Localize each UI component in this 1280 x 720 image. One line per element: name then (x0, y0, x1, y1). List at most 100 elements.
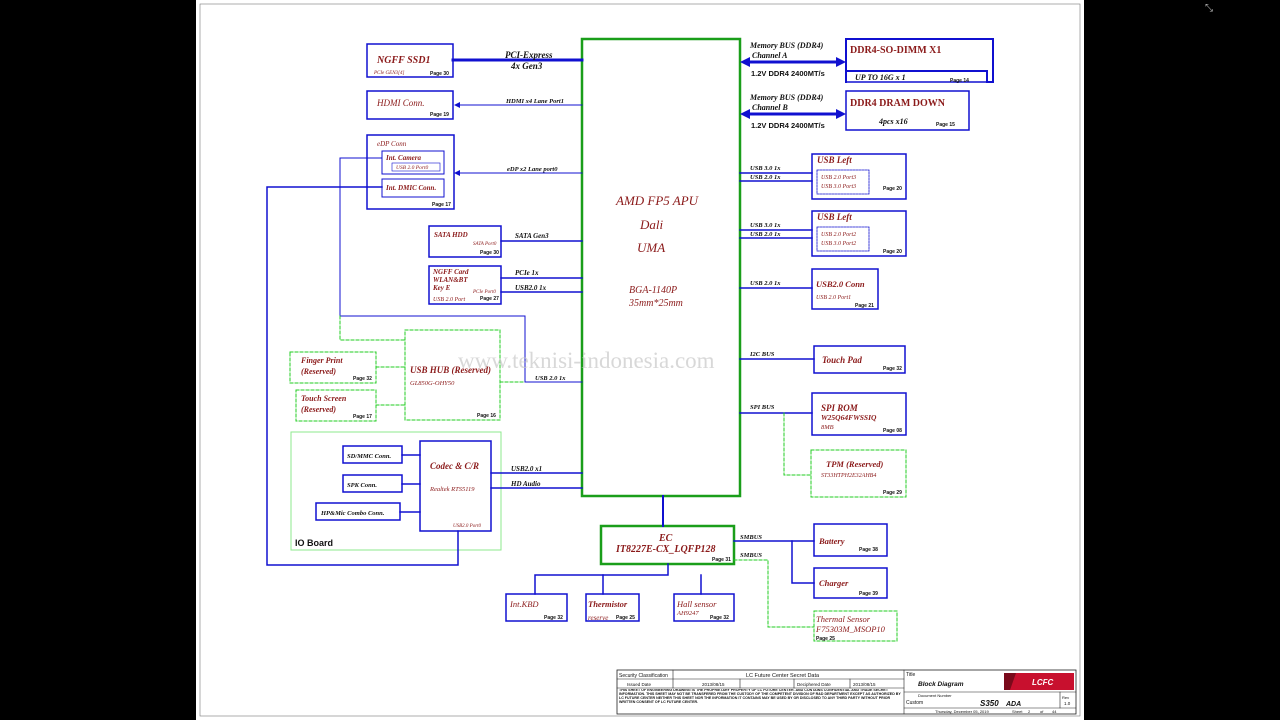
ngff-title-3: Key E (432, 284, 451, 292)
touchscreen-title-1: Touch Screen (301, 394, 347, 403)
tpm-part: ST33HTPH2E32AHB4 (821, 472, 876, 479)
battery-page: Page 38 (859, 547, 878, 553)
board-value: ADA (1005, 701, 1021, 708)
dram-page: Page 15 (936, 122, 955, 128)
spirom-part: W25Q64FWSSIQ (821, 413, 877, 422)
usb-hub-box (404, 329, 501, 421)
ngff-page: Page 27 (480, 296, 499, 302)
sheet-value: 2 (1028, 709, 1031, 714)
touchpad-title: Touch Pad (822, 355, 862, 365)
ngff-sub-2: USB 2.0 Port (433, 297, 465, 303)
sheet-label: Sheet (1012, 709, 1023, 714)
usbhub-page: Page 16 (477, 413, 496, 419)
dimm-bus-1: Memory BUS (DDR4) (749, 41, 824, 50)
edp-box (366, 134, 455, 210)
codec-part: Realtek RTS5119 (429, 486, 475, 493)
usbleft1-port-1: USB 2.0 Port3 (821, 175, 856, 181)
usb2conn-sub: USB 2.0 Port1 (816, 295, 851, 301)
spirom-title: SPI ROM (821, 403, 859, 413)
battery-box (813, 523, 888, 557)
sata-title: SATA HDD (434, 231, 468, 239)
usb2conn-page: Page 21 (855, 303, 874, 309)
edp-title: eDP Conn (377, 140, 407, 148)
charger-title: Charger (819, 578, 849, 588)
ngff-card-box (428, 265, 502, 305)
battery-title: Battery (818, 536, 845, 546)
thermal-page: Page 25 (816, 636, 835, 642)
rev-value: 1.0 (1064, 701, 1071, 706)
codec-bus-1: USB2.0 x1 (511, 465, 542, 473)
schematic-sheet (196, 0, 1084, 720)
thermistor-box (585, 593, 640, 622)
usbleft2-bus-2: USB 2.0 1x (750, 231, 781, 238)
apu-package: BGA-1140P (629, 285, 677, 296)
finger-title-1: Finger Print (300, 356, 343, 365)
ssd-bus-2: 4x Gen3 (510, 61, 543, 71)
spirom-page: Page 08 (883, 428, 902, 434)
ngff-bus-2: USB2.0 1x (515, 284, 547, 292)
ssd-title: NGFF SSD1 (376, 55, 430, 66)
rev-label: Rev (1062, 695, 1069, 700)
dimm-speed: 1.2V DDR4 2400MT/s (751, 69, 825, 78)
dram-box (845, 90, 970, 131)
usbhub-part: GL850G-OHY50 (410, 380, 455, 387)
dimm-title: DDR4-SO-DIMM X1 (850, 45, 941, 56)
thermistor-sub: reserve (588, 614, 608, 622)
apu-codename: Dali (639, 217, 664, 232)
usb2conn-title: USB2.0 Conn (816, 279, 865, 289)
camera-box (381, 150, 445, 175)
tpm-title: TPM (Reserved) (826, 459, 884, 469)
confidential-notice: THIS SHEET OF ENGINEERING DRAWING IS THE… (619, 689, 901, 704)
usbleft2-page: Page 20 (883, 249, 902, 255)
camera-title: Int. Camera (385, 154, 422, 162)
thermistor-page: Page 25 (616, 615, 635, 621)
title-label: Title (906, 672, 915, 678)
thermal-part: F75303M_MSOP10 (815, 624, 886, 634)
hall-page: Page 32 (710, 615, 729, 621)
touchscreen-title-2: (Reserved) (301, 405, 336, 414)
ssd-sub: PCIe GEN3[4] (373, 71, 404, 76)
dram-speed: 1.2V DDR4 2400MT/s (751, 121, 825, 130)
spirom-bus: SPI BUS (750, 404, 775, 411)
dram-bus-1: Memory BUS (DDR4) (749, 93, 824, 102)
fullscreen-icon[interactable]: ⤡ (1205, 3, 1213, 14)
usbleft1-port-2: USB 3.0 Port3 (821, 184, 856, 190)
codec-bus-2: HD Audio (510, 480, 541, 488)
usbleft2-bus-1: USB 3.0 1x (750, 222, 781, 229)
dram-bus-2: Channel B (752, 103, 788, 112)
ec-title: EC (658, 533, 673, 544)
dimm-page: Page 14 (950, 78, 969, 84)
hdmi-page: Page 19 (430, 112, 449, 118)
dimm-bus-2: Channel A (752, 51, 788, 60)
usb2conn-bus: USB 2.0 1x (750, 280, 781, 287)
of-label: of (1040, 709, 1044, 714)
spi-rom-box (811, 392, 907, 436)
hall-sensor-box (673, 593, 735, 622)
usbleft1-page: Page 20 (883, 186, 902, 192)
dmic-box (381, 178, 445, 198)
apu-box (580, 37, 742, 498)
finger-page: Page 32 (353, 376, 372, 382)
spk-title: SPK Conn. (347, 482, 377, 489)
watermark: www.teknisi-indonesia.com (458, 348, 715, 373)
deciphered-label: Deciphered Date (797, 682, 831, 687)
usbleft1-title: USB Left (817, 155, 852, 165)
usbleft2-port-1: USB 2.0 Port2 (821, 232, 856, 238)
title-value: Block Diagram (918, 681, 964, 688)
hdmi-title: HDMI Conn. (376, 98, 425, 108)
hpmic-title: HP&Mic Combo Conn. (320, 510, 385, 517)
apu-graphics: UMA (637, 240, 665, 255)
tpm-page: Page 29 (883, 490, 902, 496)
thermal-title: Thermal Sensor (816, 614, 871, 624)
thermal-sensor-box (813, 610, 898, 642)
thermistor-title: Thermistor (588, 599, 628, 609)
hall-title: Hall sensor (676, 599, 717, 609)
sata-sub: SATA Port0 (473, 242, 497, 247)
hdmi-box (366, 90, 454, 120)
dimm-sub: UP TO 16G x 1 (855, 73, 906, 82)
camera-sub: USB 2.0 Port0 (396, 165, 428, 171)
lcfc-logo: LCFC (1004, 673, 1074, 690)
usbhub-title: USB HUB (Reserved) (410, 365, 491, 375)
deciphered-value: 2013/08/15 (853, 682, 876, 687)
